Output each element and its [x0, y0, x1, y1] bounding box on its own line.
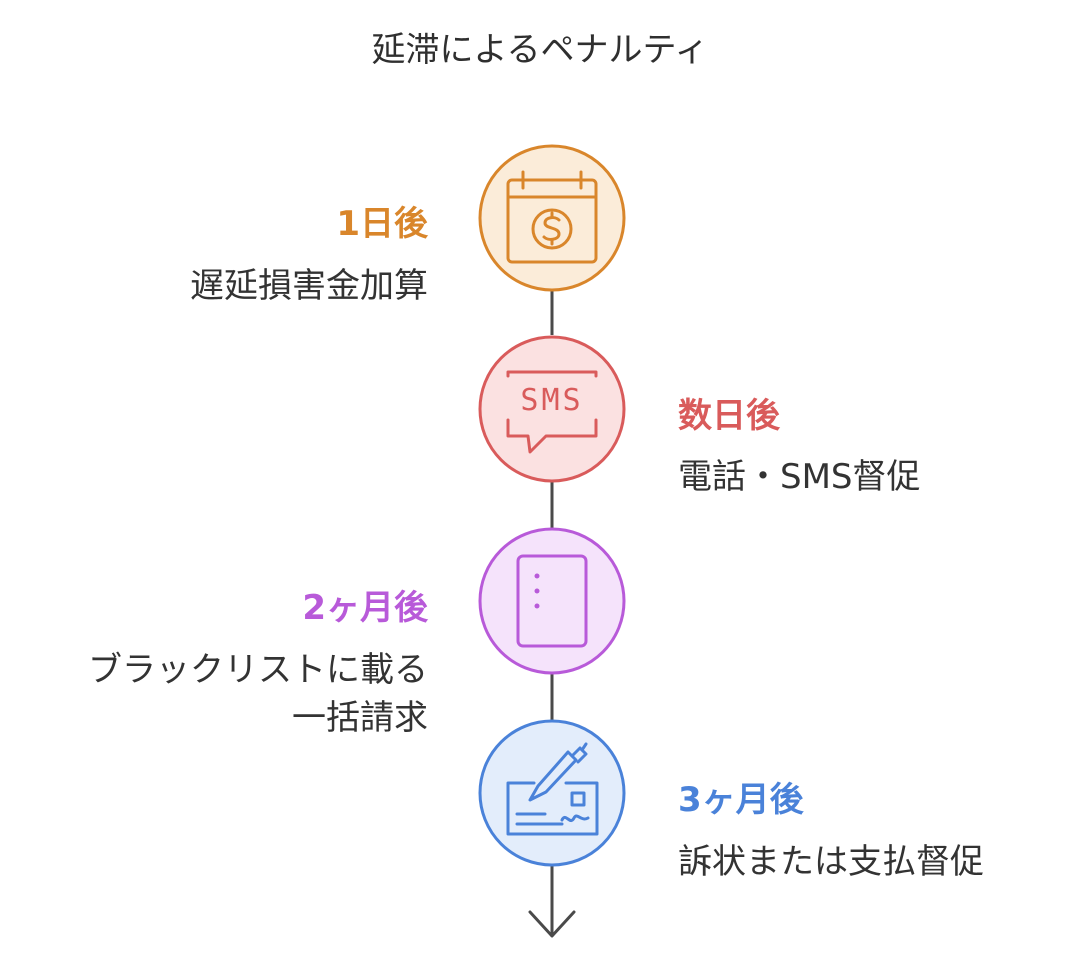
- step-4-when: 3ヶ月後: [678, 780, 804, 820]
- step-1-what: 遅延損害金加算: [190, 266, 428, 306]
- sms-icon-text: SMS: [520, 383, 583, 418]
- step-4-what: 訴状または支払督促: [678, 842, 984, 882]
- step-1-node: [478, 144, 626, 292]
- step-3-what-1: ブラックリストに載る: [88, 650, 428, 690]
- arrow-head-icon: [528, 910, 576, 938]
- step-2-node: SMS: [478, 335, 626, 483]
- step-4-node: [478, 719, 626, 867]
- tablet-icon: [516, 554, 588, 648]
- step-2-when: 数日後: [678, 396, 780, 436]
- signed-check-icon: [506, 742, 599, 836]
- sms-message-icon: [506, 370, 598, 454]
- calendar-dollar-icon: [506, 170, 598, 264]
- step-2-what: 電話・SMS督促: [678, 457, 921, 497]
- step-3-node: [478, 527, 626, 675]
- step-3-what-2: 一括請求: [292, 698, 428, 738]
- diagram-title: 延滞によるペナルティ: [371, 30, 709, 70]
- step-3-when: 2ヶ月後: [302, 588, 428, 628]
- step-1-when: 1日後: [336, 204, 428, 244]
